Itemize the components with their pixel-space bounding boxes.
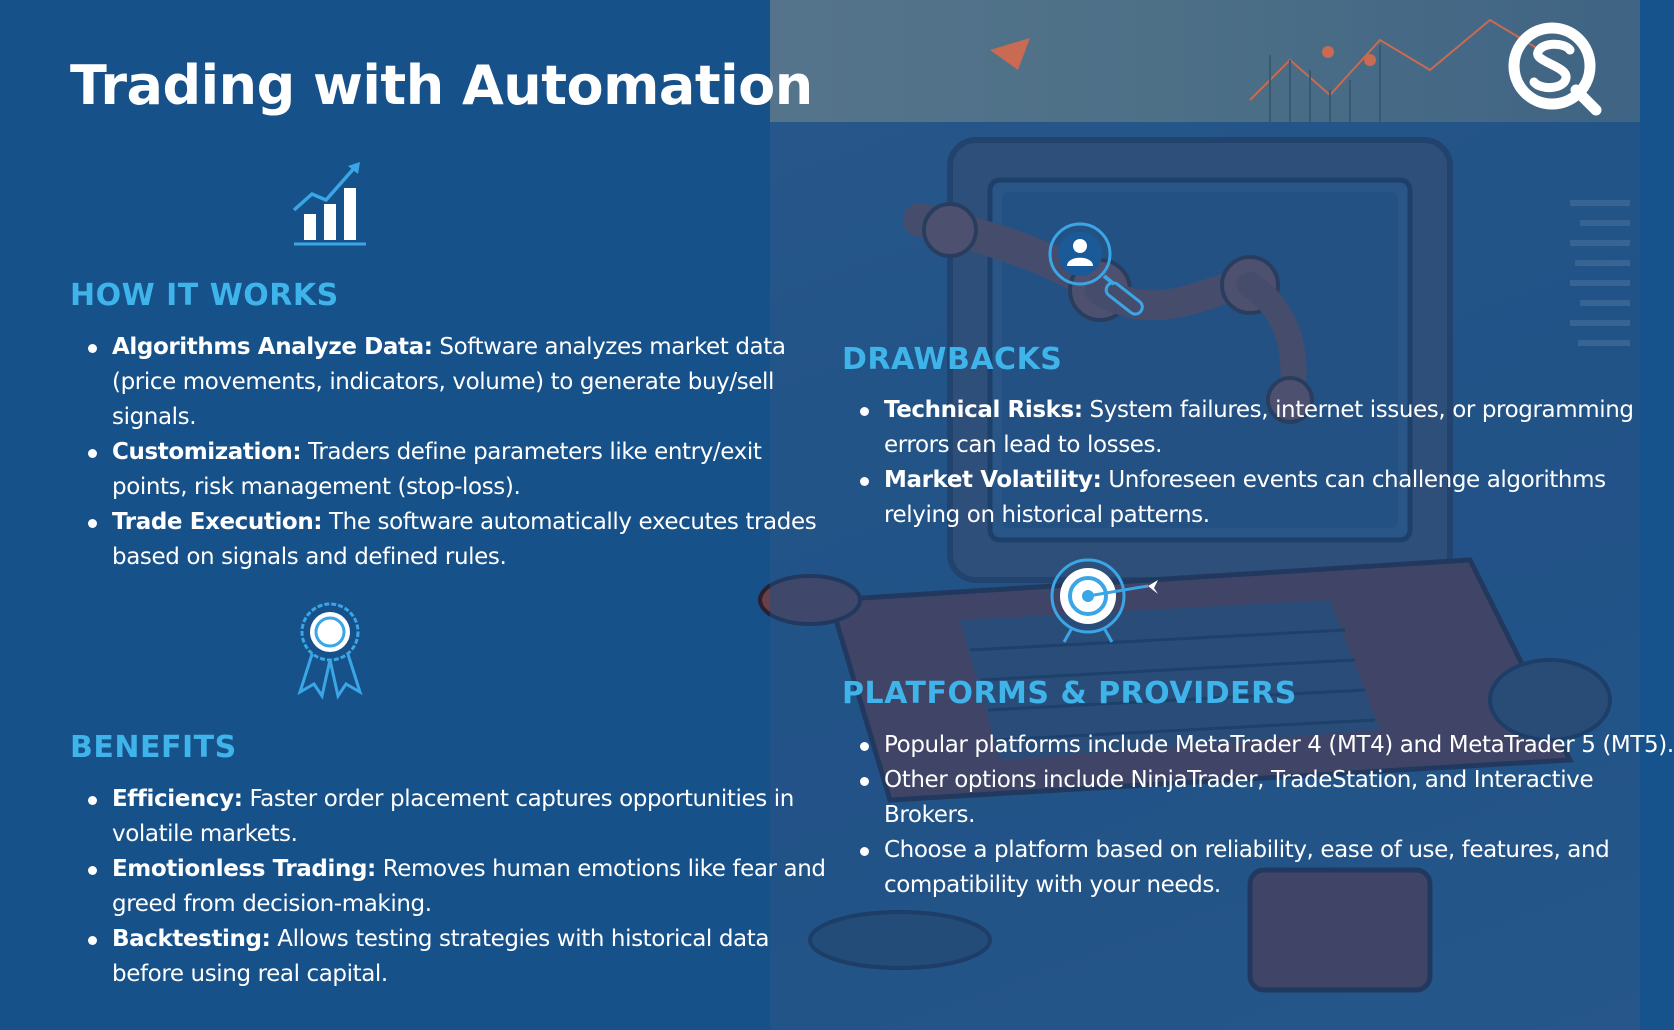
award-ribbon-icon — [297, 602, 363, 700]
user-search-icon — [1048, 222, 1144, 316]
drawbacks-heading: DRAWBACKS — [842, 342, 1063, 377]
target-arrow-icon — [1050, 558, 1158, 643]
list-item: Efficiency: Faster order placement captu… — [88, 782, 832, 852]
page-title: Trading with Automation — [70, 54, 813, 117]
brand-logo-icon — [1508, 22, 1602, 116]
list-item: Backtesting: Allows testing strategies w… — [88, 922, 832, 992]
drawbacks-list: Technical Risks: System failures, intern… — [842, 393, 1674, 533]
list-item: Customization: Traders define parameters… — [88, 435, 832, 505]
benefits-list: Efficiency: Faster order placement captu… — [70, 782, 832, 992]
list-item: Popular platforms include MetaTrader 4 (… — [860, 728, 1674, 763]
right-overlay — [770, 122, 1640, 1030]
top-strip — [770, 0, 1640, 122]
background-illustration — [758, 0, 1640, 1030]
list-item: Emotionless Trading: Removes human emoti… — [88, 852, 832, 922]
bar-chart-growth-icon — [292, 162, 366, 246]
platforms-heading: PLATFORMS & PROVIDERS — [842, 676, 1297, 711]
list-item: Market Volatility: Unforeseen events can… — [860, 463, 1674, 533]
left-panel — [0, 0, 770, 1030]
how-it-works-list: Algorithms Analyze Data: Software analyz… — [70, 330, 832, 575]
list-item: Algorithms Analyze Data: Software analyz… — [88, 330, 832, 435]
list-item: Trade Execution: The software automatica… — [88, 505, 832, 575]
list-item: Technical Risks: System failures, intern… — [860, 393, 1674, 463]
list-item: Other options include NinjaTrader, Trade… — [860, 763, 1674, 833]
how-it-works-heading: HOW IT WORKS — [70, 278, 339, 313]
benefits-heading: BENEFITS — [70, 730, 237, 765]
list-item: Choose a platform based on reliability, … — [860, 833, 1674, 903]
platforms-list: Popular platforms include MetaTrader 4 (… — [842, 728, 1674, 903]
